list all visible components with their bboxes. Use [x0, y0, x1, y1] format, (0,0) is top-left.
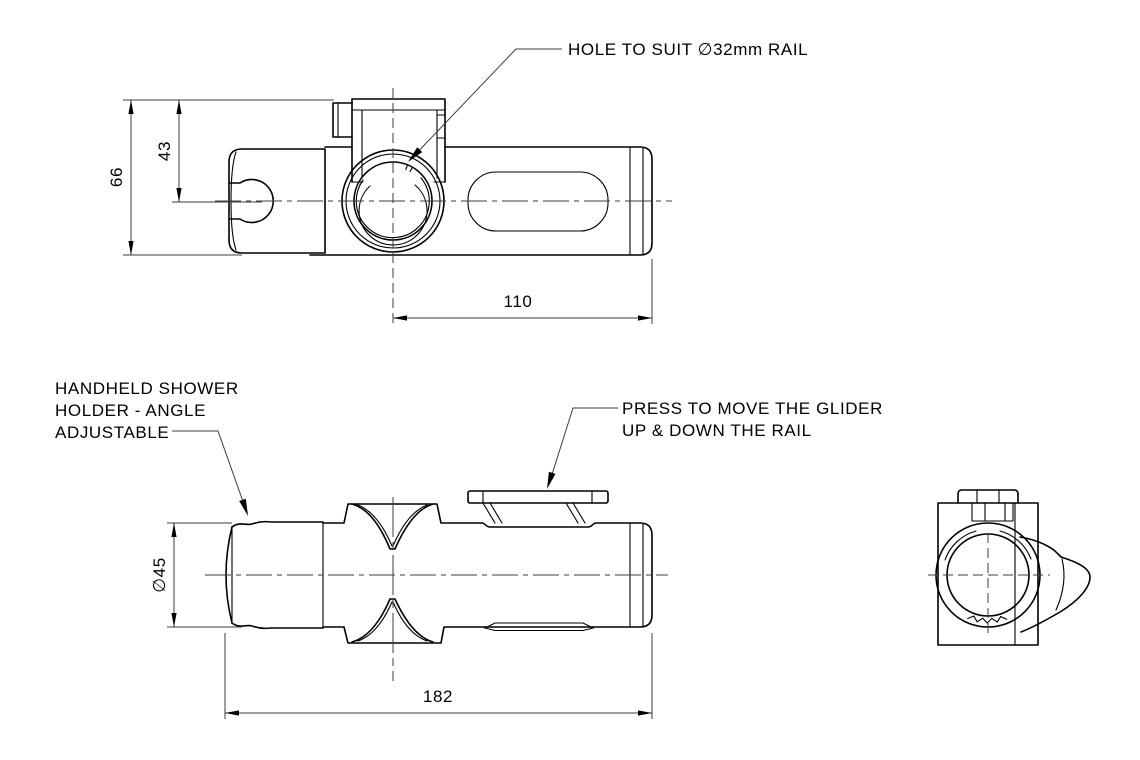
- button-plate: [467, 490, 609, 504]
- holder-label-line2: HOLDER - ANGLE: [55, 401, 206, 420]
- ext-lines-66: [123, 99, 334, 256]
- rail-hole-inner-arc1: [355, 177, 430, 239]
- arrow-43-bottom: [176, 188, 182, 202]
- rail-hole-leader-arrow: [408, 147, 423, 162]
- end-view-button-segments: [976, 489, 1000, 504]
- callout-holder: HANDHELD SHOWER HOLDER - ANGLE ADJUSTABL…: [55, 379, 248, 516]
- top-view-clamp: [332, 98, 446, 183]
- holder-leader-line: [172, 430, 247, 511]
- end-view-ring-arcs: [944, 530, 1032, 561]
- press-button: [467, 490, 609, 524]
- rail-hole-inner-arc2: [358, 184, 428, 246]
- glider-label-line1: PRESS TO MOVE THE GLIDER: [622, 399, 883, 418]
- clamp-outline: [351, 98, 446, 183]
- dimension-66: 66: [107, 99, 334, 256]
- dimension-43: 43: [155, 100, 262, 203]
- dim-text-45: ∅45: [150, 557, 169, 593]
- rail-hole-label: HOLE TO SUIT ∅32mm RAIL: [568, 40, 808, 59]
- arrow-66-top: [128, 100, 134, 114]
- end-view: [928, 489, 1091, 646]
- top-view-bar-outline: [309, 146, 653, 256]
- button-legs: [482, 502, 586, 524]
- dim-text-66: 66: [107, 167, 126, 187]
- holder-leader-arrow: [239, 498, 248, 516]
- dim-text-110: 110: [504, 292, 533, 311]
- holder-label-line3: ADJUSTABLE: [55, 423, 169, 442]
- bottom-notch-outer: [351, 598, 434, 643]
- callout-glider: PRESS TO MOVE THE GLIDER UP & DOWN THE R…: [547, 399, 883, 489]
- arrow-45-bottom: [171, 613, 177, 627]
- top-view: [215, 88, 672, 325]
- rail-hole-leader-line: [409, 48, 562, 161]
- rail-hole-notch: [405, 164, 414, 173]
- dim-text-43: 43: [155, 141, 174, 161]
- holder-label-line1: HANDHELD SHOWER: [55, 379, 239, 398]
- ext-lines-45: [167, 522, 242, 628]
- ext-lines-182: [224, 633, 653, 719]
- end-view-body: [937, 502, 1039, 646]
- clamp-right-notch: [436, 114, 446, 139]
- arrow-182-left: [225, 710, 239, 716]
- arrow-182-right: [638, 710, 652, 716]
- end-view-holder-fin-inner: [1055, 558, 1065, 611]
- end-view-holder-fin: [1019, 536, 1091, 633]
- button-plate-inner-lines: [482, 490, 593, 504]
- glider-leader-line: [548, 407, 618, 485]
- end-view-button: [957, 489, 1019, 504]
- side-view-body-top: [322, 503, 653, 644]
- glider-label-line2: UP & DOWN THE RAIL: [622, 421, 812, 440]
- dimension-182: 182: [224, 633, 653, 719]
- dimension-110: 110: [393, 259, 653, 324]
- side-view: [205, 490, 668, 681]
- arrow-45-top: [171, 523, 177, 537]
- clamp-inner-walls: [351, 109, 446, 183]
- side-view-bottom-slot: [483, 622, 595, 632]
- clamp-left-tab: [332, 102, 353, 138]
- glider-leader-arrow: [547, 471, 556, 489]
- end-view-serrations: [967, 615, 1008, 624]
- dim-text-182: 182: [423, 687, 453, 706]
- arrow-110-left: [393, 315, 407, 321]
- end-view-button-neck: [971, 502, 1014, 522]
- arrow-110-right: [638, 315, 652, 321]
- arrow-43-top: [176, 100, 182, 114]
- arrow-66-bottom: [128, 241, 134, 255]
- dimension-diameter-45: ∅45: [150, 522, 242, 628]
- callout-rail-hole: HOLE TO SUIT ∅32mm RAIL: [408, 40, 808, 162]
- cup-top-edge: [231, 520, 324, 528]
- cup-bottom-edge: [231, 622, 324, 630]
